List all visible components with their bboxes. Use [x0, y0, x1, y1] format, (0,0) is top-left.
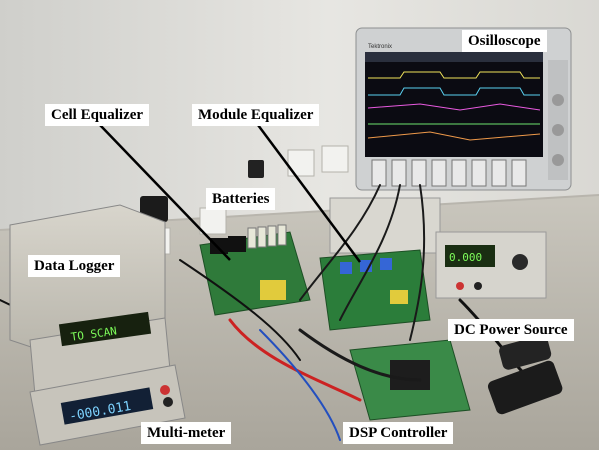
oscilloscope-body: Tektronix: [355, 27, 572, 191]
data-logger-display: TO SCAN: [70, 324, 118, 343]
cell-equalizer-label: Cell Equalizer: [45, 104, 150, 126]
annotation-pointers: [99, 124, 362, 263]
cell-equalizer-board: [199, 224, 311, 316]
module-equalizer-pointer: [256, 124, 362, 263]
data-logger-label: Data Logger: [28, 255, 121, 277]
multimeter-label: Multi-meter: [141, 422, 232, 444]
dc-power-source-label: DC Power Source: [448, 319, 574, 341]
current-probe: [487, 335, 563, 415]
oscilloscope-brand: Tektronix: [368, 44, 392, 50]
batteries-label: Batteries: [206, 188, 276, 210]
dsp-controller-label: DSP Controller: [343, 422, 454, 444]
svg-text:0.000: 0.000: [449, 251, 482, 264]
oscilloscope-label: Osilloscope: [462, 30, 547, 52]
data-logger-body: TO SCAN: [9, 204, 171, 396]
battery-cells: [247, 224, 287, 249]
cell-equalizer-pointer: [99, 124, 231, 261]
oscilloscope-screen: [365, 52, 543, 157]
module-equalizer-board: [319, 249, 431, 331]
dc-power-source-body: 0.000: [329, 197, 547, 299]
module-equalizer-label: Module Equalizer: [192, 104, 320, 126]
